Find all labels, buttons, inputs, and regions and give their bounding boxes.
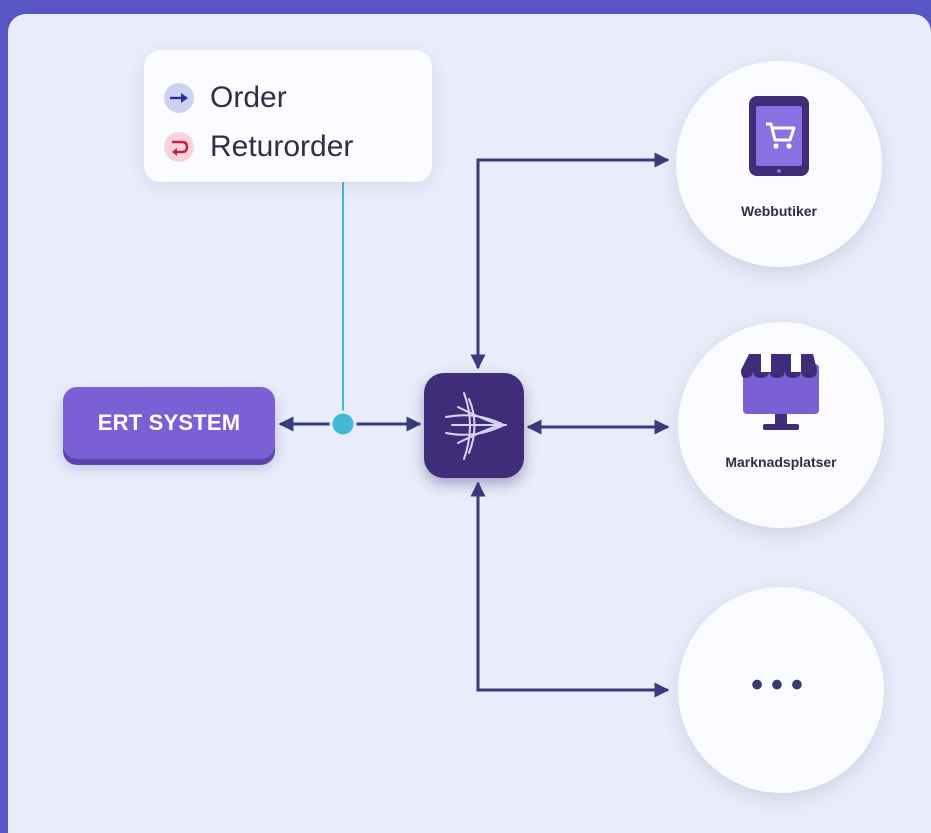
channel-more[interactable]: •••	[678, 587, 884, 793]
arrow-right-icon	[164, 83, 194, 113]
more-icon: •••	[751, 666, 811, 704]
legend-item-order: Order	[164, 81, 287, 115]
channel-label-webbutiker: Webbutiker	[741, 203, 817, 219]
legend-card: Order Returorder	[144, 50, 432, 182]
tablet-cart-icon	[749, 96, 809, 176]
legend-label-order: Order	[210, 81, 287, 114]
legend-item-returorder: Returorder	[164, 130, 353, 164]
legend-label-returorder: Returorder	[210, 130, 354, 163]
header-band	[0, 0, 931, 14]
erp-system-box[interactable]: ERT SYSTEM	[63, 387, 275, 459]
channel-marknadsplatser[interactable]: Marknadsplatser	[678, 322, 884, 528]
hub-node[interactable]	[424, 373, 524, 478]
more-arrow	[470, 481, 670, 698]
channel-label-marknadsplatser: Marknadsplatser	[725, 454, 837, 470]
header-band-edge	[0, 0, 8, 56]
return-arrow-icon	[164, 132, 194, 162]
marketplace-store-icon	[741, 354, 819, 430]
platform-logo-icon	[445, 392, 507, 460]
channel-webbutiker[interactable]: Webbutiker	[676, 61, 882, 267]
webbutiker-arrow	[470, 152, 670, 370]
connector-dot	[329, 410, 357, 438]
